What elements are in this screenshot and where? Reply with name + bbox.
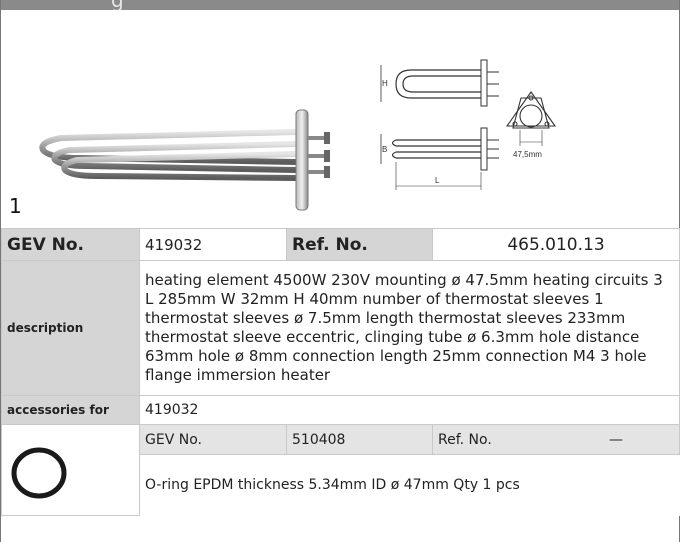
dim-flange-label: 47,5mm bbox=[513, 150, 542, 159]
accessories-value: 419032 bbox=[139, 395, 680, 425]
ref-label: Ref. No. bbox=[286, 228, 433, 261]
accessory-header-row: GEV No. 510408 Ref. No. — bbox=[1, 423, 680, 516]
heating-element-photo bbox=[39, 109, 330, 211]
item-number: 1 bbox=[9, 194, 22, 218]
dim-l-label: L bbox=[435, 176, 440, 185]
accessories-label: accessories for bbox=[1, 395, 140, 425]
oring-image-cell bbox=[1, 424, 140, 516]
acc-ref-cell: Ref. No. — bbox=[432, 423, 680, 456]
acc-description: O-ring EPDM thickness 5.34mm ID ø 47mm Q… bbox=[139, 454, 680, 516]
product-image-area: H 47,5mm B bbox=[1, 10, 679, 228]
description-row: description heating element 4500W 230V m… bbox=[1, 260, 680, 396]
header-bar: g bbox=[1, 0, 679, 10]
gev-value: 419032 bbox=[139, 228, 287, 261]
dim-b-label: B bbox=[382, 145, 387, 154]
header-title: g bbox=[111, 0, 124, 10]
gev-label: GEV No. bbox=[1, 228, 140, 261]
accessories-row: accessories for 419032 bbox=[1, 395, 680, 425]
spec-table: GEV No. 419032 Ref. No. 465.010.13 descr… bbox=[1, 228, 680, 516]
description-text: heating element 4500W 230V mounting ø 47… bbox=[139, 260, 680, 396]
acc-gev-label: GEV No. bbox=[139, 423, 287, 456]
technical-drawing: H 47,5mm B bbox=[380, 59, 557, 190]
ref-value: 465.010.13 bbox=[432, 228, 680, 261]
acc-gev-value: 510408 bbox=[286, 423, 433, 456]
acc-ref-label: Ref. No. bbox=[438, 431, 492, 448]
dim-h-label: H bbox=[382, 79, 388, 88]
oring-icon bbox=[11, 447, 67, 499]
gev-row: GEV No. 419032 Ref. No. 465.010.13 bbox=[1, 228, 680, 261]
description-label: description bbox=[1, 260, 140, 396]
acc-ref-value: — bbox=[609, 431, 623, 448]
accessory-desc-row: O-ring EPDM thickness 5.34mm ID ø 47mm Q… bbox=[2, 454, 680, 516]
